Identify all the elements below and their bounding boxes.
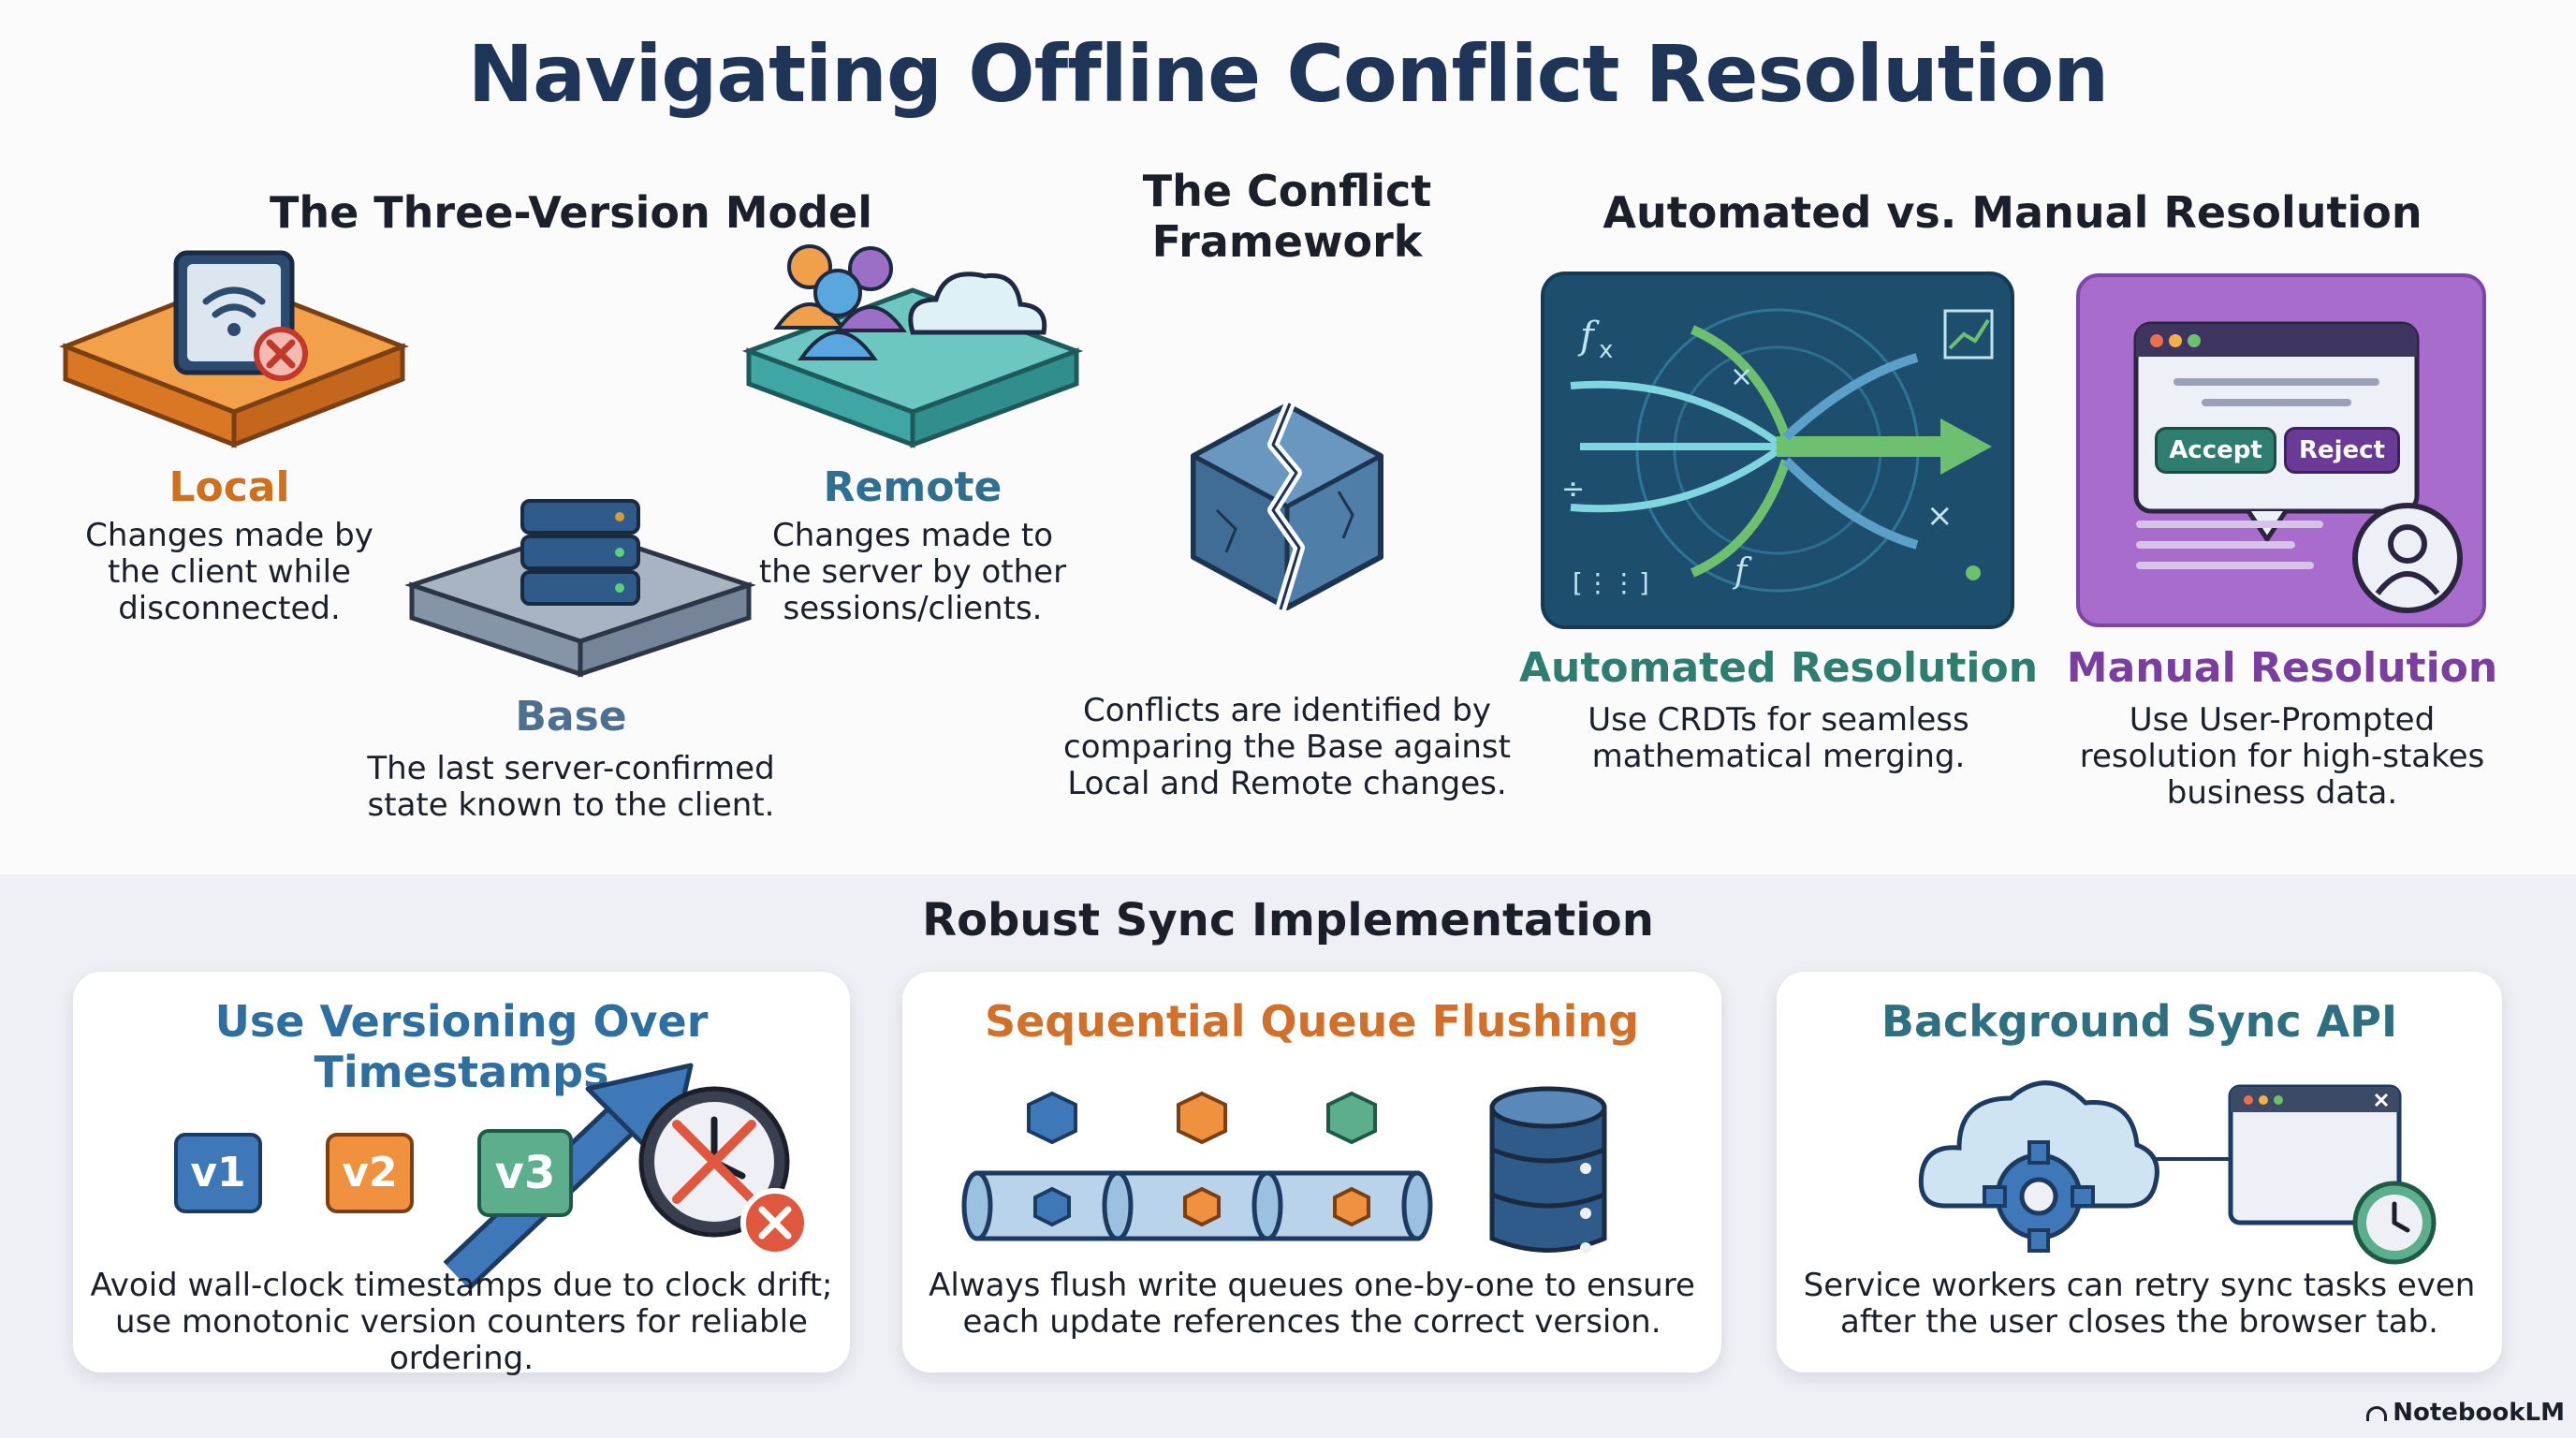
queue-title: Sequential Queue Flushing (984, 996, 1640, 1047)
queue-cubes-top (1027, 1091, 1377, 1145)
svg-text:×: × (1730, 360, 1753, 393)
base-title: Base (515, 693, 627, 741)
local-title: Local (168, 463, 290, 511)
version-badge-v1: v1 (174, 1133, 262, 1213)
dialog-user-icon (2133, 321, 2463, 613)
browser-clock-icon (2228, 1084, 2437, 1265)
accept-button[interactable]: Accept (2155, 427, 2276, 474)
resolution-heading: Automated vs. Manual Resolution (1603, 187, 2422, 238)
local-desc: Changes made by the client while disconn… (85, 517, 373, 627)
notebooklm-logo-icon (2366, 1405, 2388, 1421)
reject-button[interactable]: Reject (2284, 427, 2400, 474)
automated-title: Automated Resolution (1518, 644, 2039, 692)
svg-text:×: × (1926, 497, 1954, 535)
merge-arrows-icon: f x f × × ÷ [⋮⋮] (1541, 271, 2014, 629)
server-icon (404, 499, 756, 678)
version-badge-v2: v2 (326, 1133, 414, 1213)
queue-pipeline-icon (961, 1086, 1607, 1254)
manual-panel: Accept Reject (2076, 273, 2486, 627)
three-version-heading: The Three-Version Model (269, 187, 873, 238)
sync-heading: Robust Sync Implementation (922, 894, 1654, 946)
svg-text:[⋮⋮]: [⋮⋮] (1569, 567, 1653, 598)
versioning-title: Use Versioning Over Timestamps (214, 996, 709, 1097)
cloud-gear-icon (1918, 1080, 2159, 1253)
svg-text:÷: ÷ (1561, 473, 1585, 506)
base-desc: The last server-confirmed state known to… (367, 750, 775, 824)
connector-line (2156, 1157, 2231, 1161)
clock-cancel-icon (638, 1086, 810, 1257)
queue-desc: Always flush write queues one-by-one to … (929, 1267, 1695, 1341)
tablet-offline-icon (59, 250, 409, 448)
versioning-card: Use Versioning Over Timestamps v1 v2 v3 … (73, 972, 850, 1377)
background-sync-desc: Service workers can retry sync tasks eve… (1803, 1267, 2476, 1341)
versioning-desc: Avoid wall-clock timestamps due to clock… (90, 1267, 833, 1377)
brand-label: NotebookLM (2366, 1399, 2565, 1427)
background-sync-card: Background Sync API Service workers can … (1777, 972, 2502, 1372)
remote-title: Remote (823, 463, 1003, 511)
page-title: Navigating Offline Conflict Resolution (467, 28, 2109, 120)
automated-desc: Use CRDTs for seamless mathematical merg… (1588, 701, 1969, 775)
remote-desc: Changes made to the server by other sess… (758, 517, 1067, 627)
framework-heading: The Conflict Framework (1142, 166, 1432, 267)
manual-desc: Use User-Prompted resolution for high-st… (2079, 701, 2485, 812)
queue-card: Sequential Queue Flushing Always flush w… (902, 972, 1721, 1372)
framework-desc: Conflicts are identified by comparing th… (1063, 692, 1511, 802)
background-sync-title: Background Sync API (1881, 996, 2398, 1047)
broken-cube-icon (1191, 401, 1383, 611)
users-cloud-icon (741, 244, 1084, 448)
manual-title: Manual Resolution (2066, 644, 2498, 692)
svg-text:x: x (1599, 336, 1613, 364)
database-icon (1489, 1086, 1607, 1254)
version-badge-v3: v3 (477, 1129, 573, 1217)
